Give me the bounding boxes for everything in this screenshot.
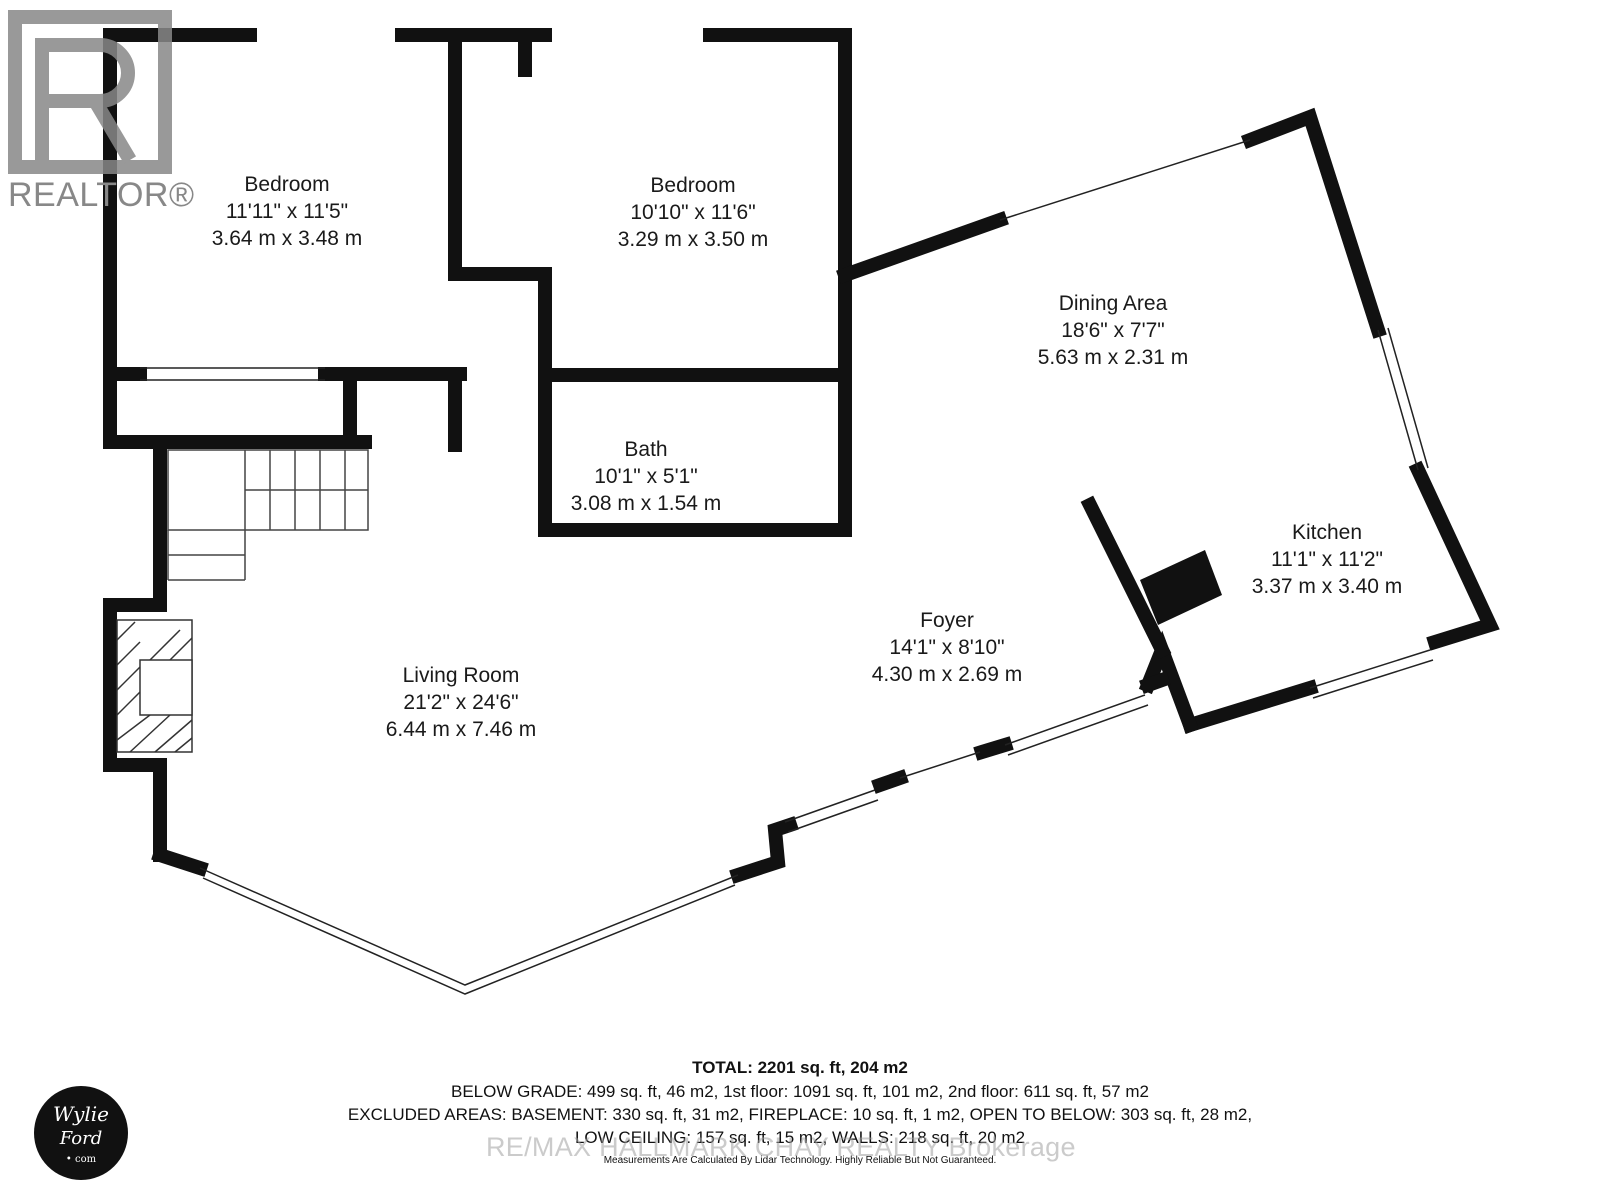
logo-line: Wylie: [52, 1102, 110, 1126]
room-metric: 5.63 m x 2.31 m: [1037, 346, 1189, 369]
room-name: Living Room: [402, 664, 520, 687]
room-label-bath: Bath 10'1" x 5'1" 3.08 m x 1.54 m: [571, 436, 722, 517]
room-imperial: 21'2" x 24'6": [403, 691, 519, 714]
room-imperial: 11'11" x 11'5": [225, 200, 349, 223]
logo-line: • com: [65, 1154, 97, 1165]
excluded-areas-continued: LOW CEILING: 157 sq. ft, 15 m2, WALLS: 2…: [574, 1128, 1026, 1147]
kitchen-island: [1140, 550, 1222, 625]
walls: [103, 28, 1500, 884]
windows: [140, 139, 1434, 995]
fireplace: [116, 619, 193, 753]
wylie-ford-logo: Wylie Ford • com: [34, 1086, 128, 1180]
room-label-bedroom-left: Bedroom 11'11" x 11'5" 3.64 m x 3.48 m: [212, 171, 363, 252]
stairs: [167, 449, 369, 581]
room-name: Foyer: [920, 609, 974, 632]
room-metric: 3.29 m x 3.50 m: [617, 228, 769, 251]
room-name: Bedroom: [244, 173, 330, 196]
room-imperial: 10'10" x 11'6": [630, 201, 756, 224]
room-metric: 3.37 m x 3.40 m: [1251, 575, 1403, 598]
room-name: Bedroom: [650, 174, 736, 197]
room-name: Kitchen: [1291, 521, 1363, 544]
room-metric: 6.44 m x 7.46 m: [385, 718, 537, 741]
total-area: TOTAL: 2201 sq. ft, 204 m2: [692, 1058, 908, 1077]
room-label-living: Living Room 21'2" x 24'6" 6.44 m x 7.46 …: [386, 662, 537, 743]
room-imperial: 18'6" x 7'7": [1061, 319, 1165, 342]
logo-line: Ford: [59, 1128, 103, 1149]
room-imperial: 14'1" x 8'10": [889, 636, 1005, 659]
room-name: Bath: [624, 438, 668, 461]
area-breakdown: BELOW GRADE: 499 sq. ft, 46 m2, 1st floo…: [451, 1082, 1149, 1101]
room-label-foyer: Foyer 14'1" x 8'10" 4.30 m x 2.69 m: [872, 607, 1023, 688]
room-imperial: 11'1" x 11'2": [1270, 548, 1384, 571]
realtor-wordmark: REALTOR®: [8, 176, 195, 214]
room-metric: 3.64 m x 3.48 m: [211, 227, 363, 250]
room-label-bedroom-right: Bedroom 10'10" x 11'6" 3.29 m x 3.50 m: [618, 172, 769, 253]
realtor-logo-icon: [8, 10, 172, 174]
room-label-dining: Dining Area 18'6" x 7'7" 5.63 m x 2.31 m: [1038, 290, 1189, 371]
room-metric: 4.30 m x 2.69 m: [871, 663, 1023, 686]
disclaimer: Measurements Are Calculated By Lidar Tec…: [603, 1155, 997, 1166]
brokerage-watermark: RE/MAX HALLMARK CHAY REALTY Brokerage: [486, 1132, 1076, 1162]
room-name: Dining Area: [1058, 292, 1168, 315]
room-label-kitchen: Kitchen 11'1" x 11'2" 3.37 m x 3.40 m: [1252, 519, 1403, 600]
excluded-areas: EXCLUDED AREAS: BASEMENT: 330 sq. ft, 31…: [347, 1105, 1253, 1124]
room-imperial: 10'1" x 5'1": [594, 465, 698, 488]
room-metric: 3.08 m x 1.54 m: [570, 492, 722, 515]
